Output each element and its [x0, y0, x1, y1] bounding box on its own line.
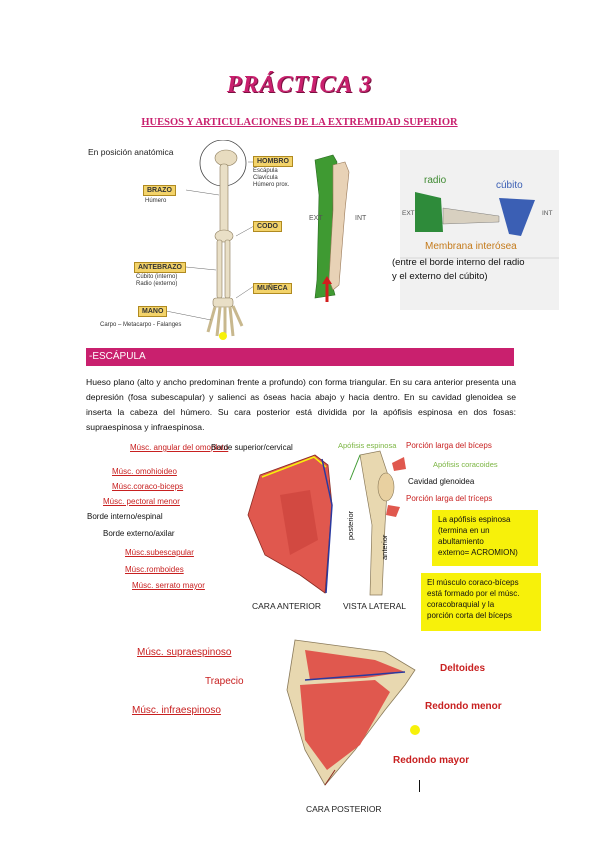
label-brazo: BRAZO	[143, 185, 176, 196]
fig1-caption: En posición anatómica	[88, 147, 174, 157]
note-box-coraco-biceps: El músculo coraco-bíceps está formado po…	[421, 573, 541, 631]
note-box-acromion: La apófisis espinosa (termina en un abul…	[432, 510, 538, 566]
label-codo: CODO	[253, 221, 282, 232]
fig2-radio-label: radio	[424, 175, 447, 186]
fig2-cubito-label: cúbito	[496, 180, 523, 191]
mano-sub: Carpo – Metacarpo - Falanges	[100, 322, 182, 328]
page-title: PRÁCTICA 3	[226, 72, 373, 98]
scapula-anterior-illustration	[247, 454, 333, 594]
label-apofisis-coracoides: Apófisis coracoides	[433, 460, 498, 469]
label-omohioideo: Músc. omohioideo	[112, 467, 177, 476]
fig2-ext2: EXT	[402, 210, 415, 217]
label-infraespinoso: Músc. infraespinoso	[132, 705, 221, 716]
label-supraespinoso: Músc. supraespinoso	[137, 647, 232, 658]
hombro-sub: Escápula Clavícula Húmero prox.	[253, 168, 290, 188]
section-header-escapula: -ESCÁPULA	[86, 348, 514, 366]
label-borde-externo: Borde externo/axilar	[103, 529, 175, 538]
label-subescapular: Músc.subescapular	[125, 548, 194, 557]
label-borde-superior: Borde superior/cervical	[211, 443, 293, 452]
fig2-nota: (entre el borde interno del radio y el e…	[392, 257, 525, 282]
label-serrato-mayor: Músc. serrato mayor	[132, 581, 205, 590]
label-borde-interno: Borde interno/espinal	[87, 512, 163, 521]
escapula-paragraph: Hueso plano (alto y ancho predominan fre…	[86, 377, 516, 432]
label-pectoral-menor: Músc. pectoral menor	[103, 497, 180, 506]
fig2-ext: EXT	[309, 215, 323, 222]
label-romboides: Músc.romboides	[125, 565, 184, 574]
fig2-int2: INT	[542, 210, 553, 217]
label-redondo-mayor: Redondo mayor	[393, 755, 470, 766]
label-anterior-vertical: anterior	[380, 534, 389, 560]
caption-vista-lateral: VISTA LATERAL	[343, 601, 406, 611]
scapula-lateral-illustration	[349, 450, 406, 596]
label-muneca: MUÑECA	[253, 283, 292, 294]
page-subtitle: HUESOS Y ARTICULACIONES DE LA EXTREMIDAD…	[141, 117, 458, 128]
label-porcion-larga-triceps: Porción larga del tríceps	[406, 494, 493, 503]
label-deltoides: Deltoides	[440, 663, 486, 674]
antebrazo-sub: Cúbito (interno) Radio (externo)	[136, 274, 178, 287]
caption-cara-anterior: CARA ANTERIOR	[252, 601, 321, 611]
label-posterior-vertical: posterior	[346, 510, 355, 540]
label-mano: MANO	[138, 306, 168, 317]
fig2-int: INT	[355, 215, 367, 222]
divider-line	[419, 780, 420, 792]
arm-skeleton-illustration	[165, 140, 255, 340]
label-apofisis-espinosa: Apófisis espinosa	[338, 441, 397, 450]
fig2-membrana: Membrana interósea	[425, 241, 517, 252]
caption-cara-posterior: CARA POSTERIOR	[306, 804, 382, 814]
scapula-posterior-illustration	[286, 639, 420, 786]
label-angular-omoplato: Músc. angular del omoplato	[130, 443, 229, 452]
label-trapecio: Trapecio	[205, 676, 244, 687]
label-antebrazo: ANTEBRAZO	[134, 262, 186, 273]
label-coraco-biceps: Músc.coraco-biceps	[112, 482, 184, 491]
label-redondo-menor: Redondo menor	[425, 701, 502, 712]
label-cavidad-glenoidea: Cavidad glenoidea	[408, 477, 475, 486]
forearm-membrane-illustration	[303, 150, 559, 310]
label-hombro: HOMBRO	[253, 156, 293, 167]
label-porcion-larga-biceps: Porción larga del bíceps	[406, 441, 492, 450]
brazo-sub: Húmero	[145, 198, 167, 204]
